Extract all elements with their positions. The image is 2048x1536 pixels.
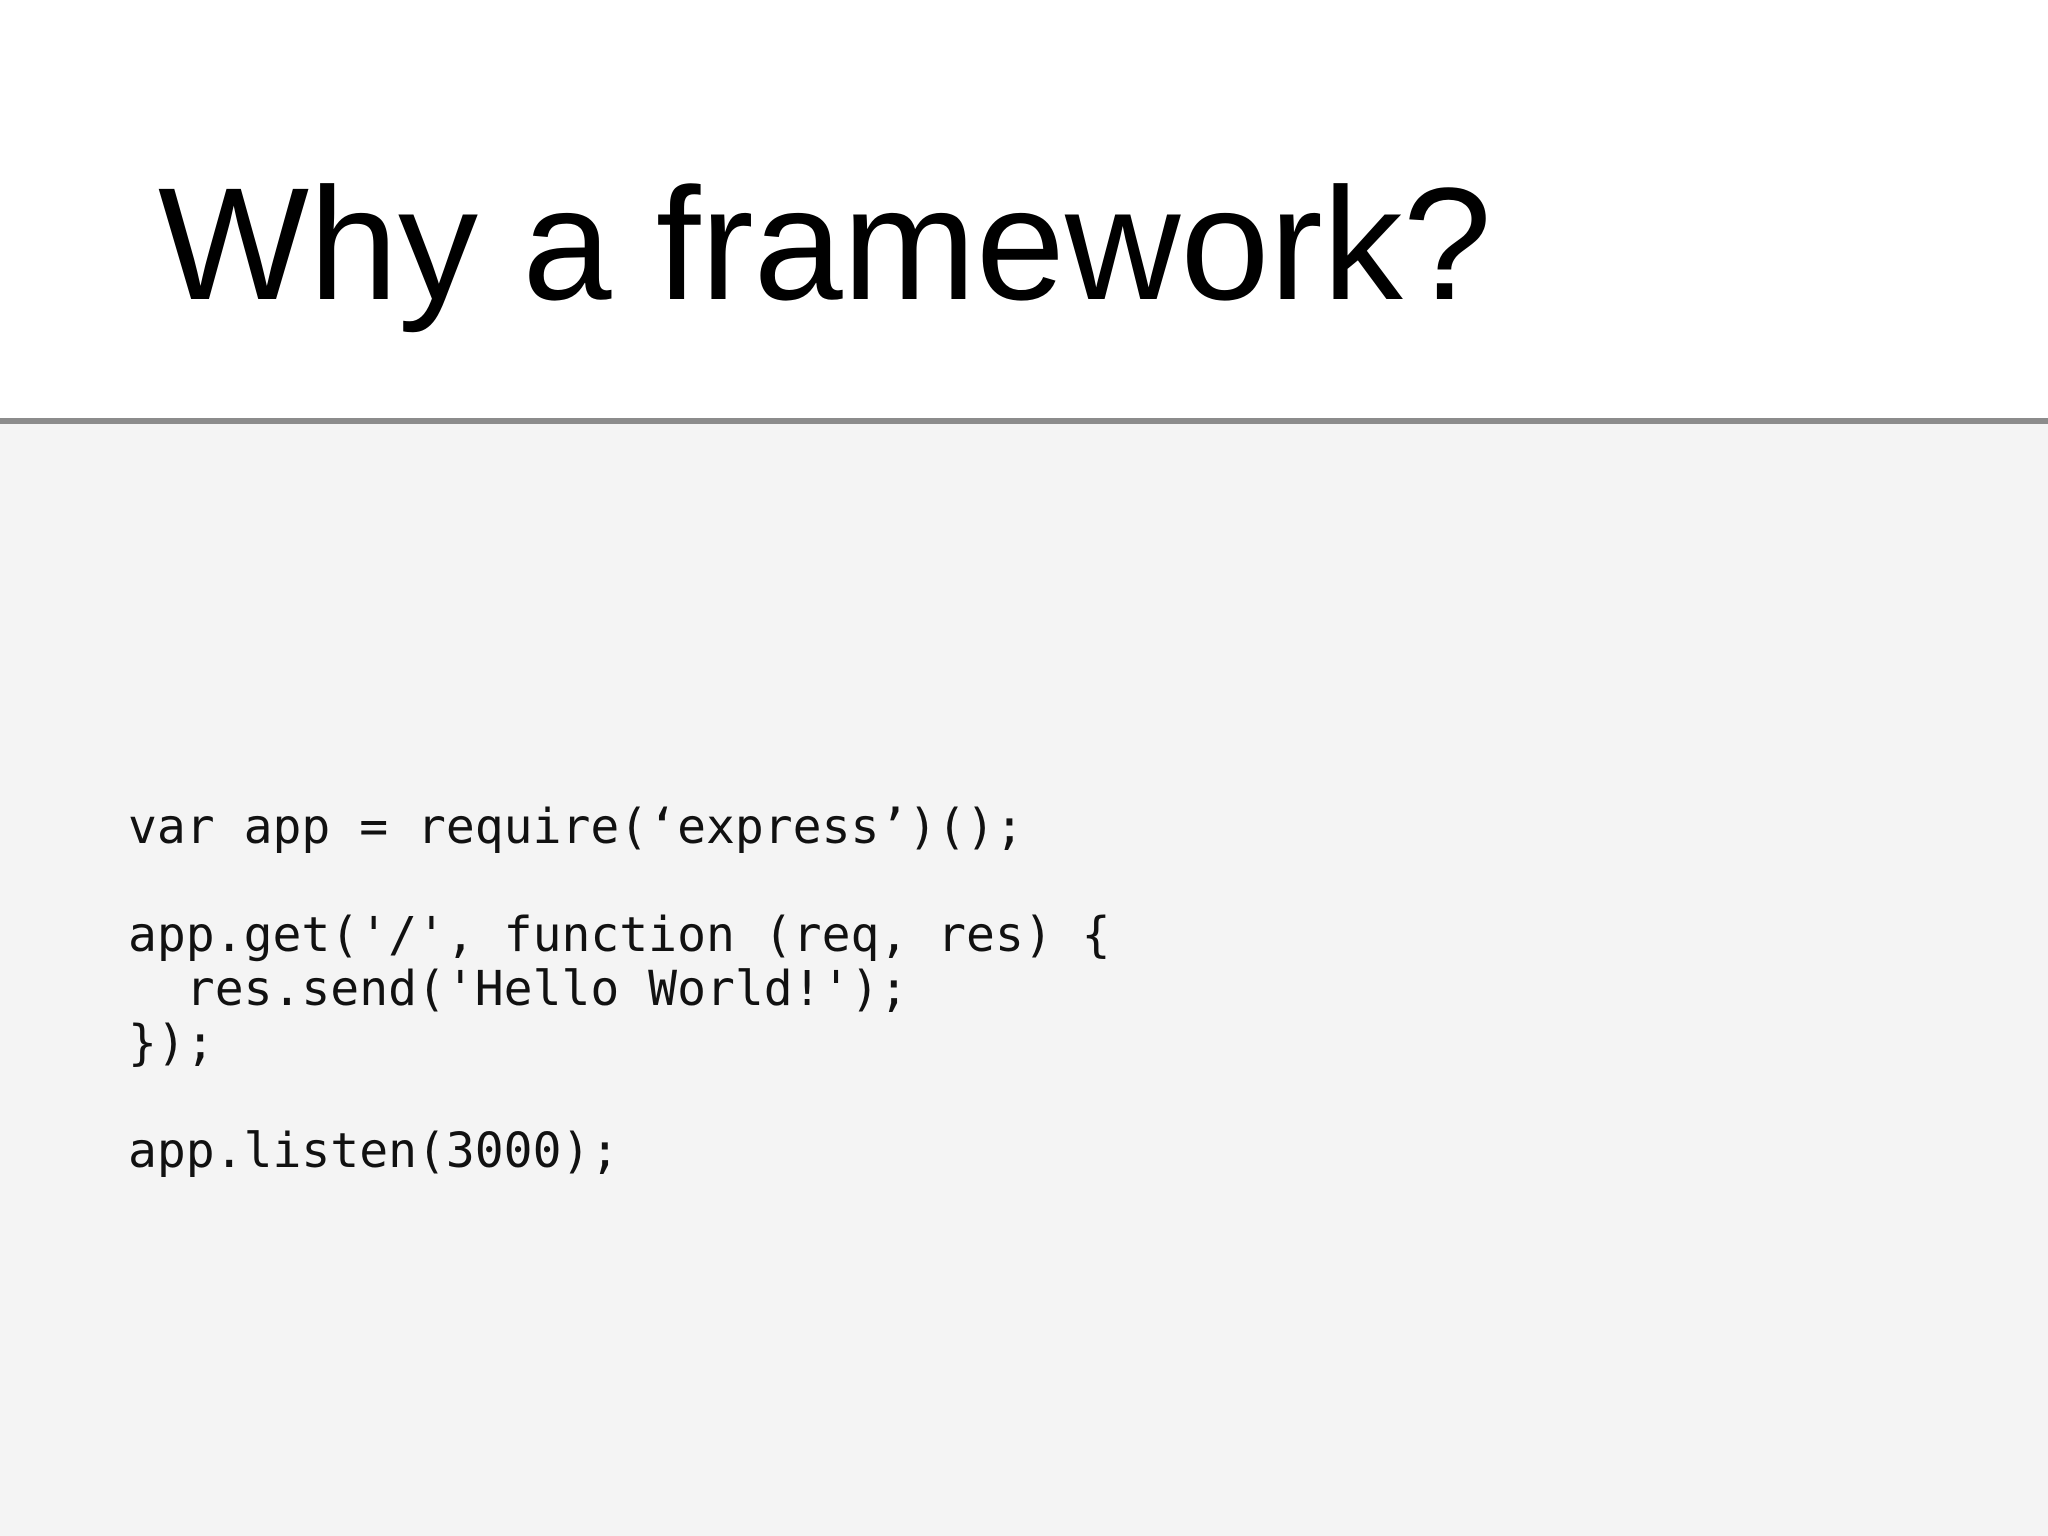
slide-body: var app = require(‘express’)(); app.get(…	[0, 424, 2048, 1536]
code-block: var app = require(‘express’)(); app.get(…	[128, 799, 1111, 1179]
slide-title: Why a framework?	[158, 154, 1492, 333]
header-divider	[0, 418, 2048, 424]
slide-header: Why a framework?	[0, 0, 2048, 418]
